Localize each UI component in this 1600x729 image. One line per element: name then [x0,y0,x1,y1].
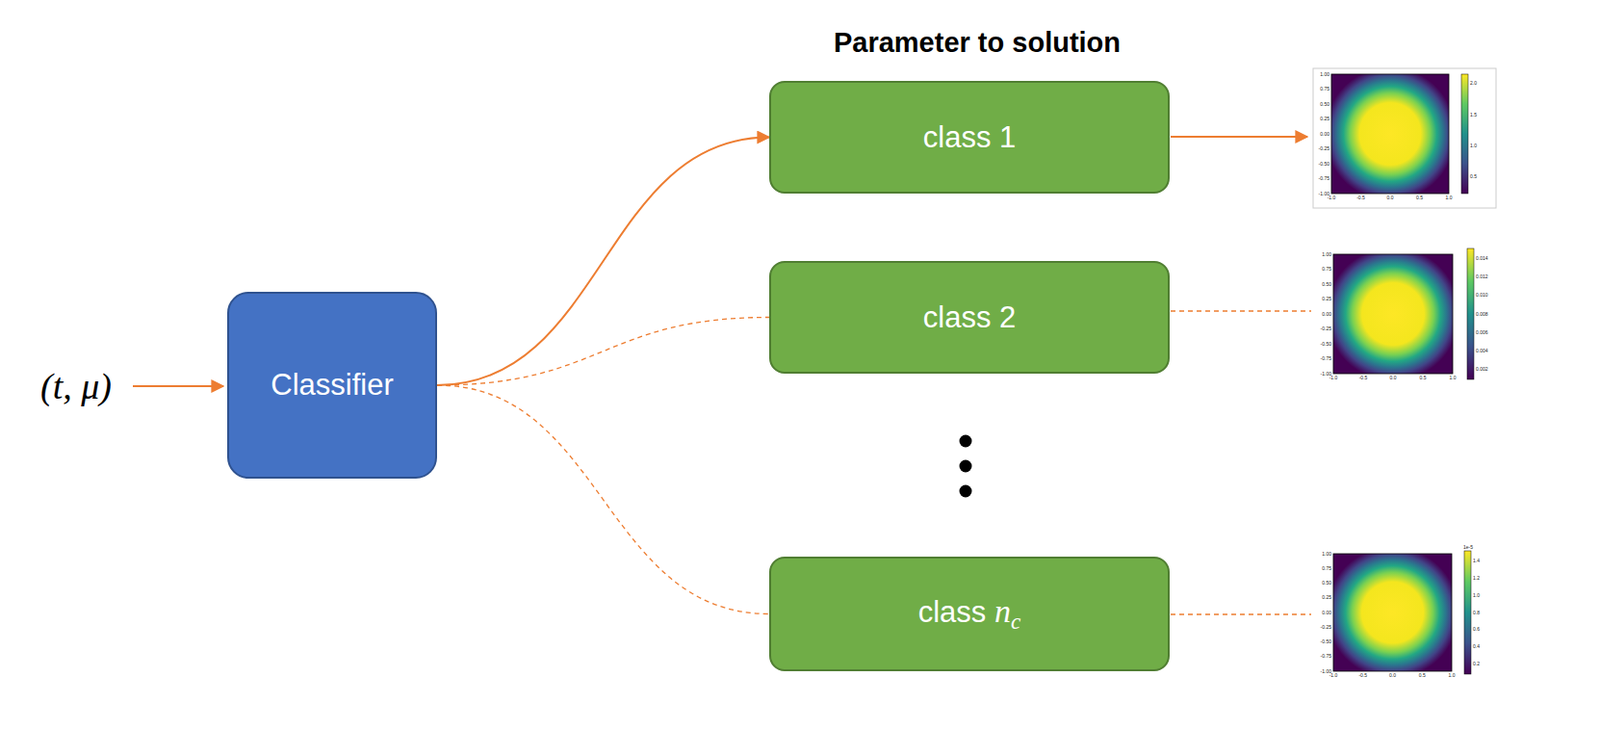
colorbar [1461,74,1469,194]
output-line [1170,613,1312,615]
tick-label: -1.0 [1329,375,1339,381]
tick-label: 0.75 [1319,86,1330,92]
heatmap [1333,254,1453,374]
box-label: class nc [918,593,1022,635]
tick-label: 1.00 [1321,252,1332,258]
tick-label: 0.00 [1321,610,1332,616]
class-box: class 2 [769,260,1170,374]
ellipsis-dot [959,485,973,498]
tick-label: -1.0 [1327,195,1337,201]
tick-label: 0.5 [1419,672,1426,678]
ellipsis-dot [959,435,973,448]
output-line [1170,309,1312,311]
tick-label: 1.4 [1472,558,1480,564]
tick-label: 1.2 [1472,575,1480,581]
classifier-box: Classifier [227,291,438,479]
box-label: Classifier [270,367,393,403]
tick-label: 0.0 [1389,672,1396,678]
output-arrow [1170,135,1308,138]
tick-label: 0.2 [1472,661,1480,667]
tick-label: 1.0 [1470,143,1477,149]
heatmap [1333,553,1452,671]
tick-label: -0.25 [1320,624,1332,630]
figure-frame [1313,68,1497,208]
tick-label: -0.5 [1356,195,1366,201]
tick-label: 0.8 [1472,610,1480,616]
title: Parameter to solution [833,28,1121,57]
tick-label: 0.5 [1419,375,1427,381]
tick-label: -0.5 [1359,375,1368,381]
class-box: class nc [769,556,1170,671]
tick-label: 0.75 [1321,566,1332,571]
tick-label: 0.25 [1319,116,1330,122]
connector [437,317,770,387]
tick-label: 0.00 [1321,311,1332,317]
tick-label: 1.0 [1449,375,1457,381]
connector [437,385,770,615]
colorbar [1464,550,1471,674]
tick-label: 1.00 [1319,72,1330,78]
tick-label: 0.6 [1472,626,1480,632]
tick-label: 1e-5 [1463,544,1473,550]
tick-label: -1.0 [1329,672,1339,678]
tick-label: 0.0 [1390,375,1397,381]
tick-label: 0.75 [1321,266,1332,272]
tick-label: 0.012 [1475,274,1489,280]
heatmap [1331,74,1449,194]
tick-label: 0.5 [1416,195,1423,201]
tick-label: 0.004 [1475,348,1489,354]
input-label: (t, μ) [40,367,112,405]
tick-label: -0.75 [1318,176,1330,181]
tick-label: 0.4 [1472,644,1480,649]
tick-label: 0.014 [1475,256,1489,261]
tick-label: 0.002 [1475,366,1489,372]
tick-label: -0.50 [1318,161,1330,167]
tick-label: -0.75 [1320,653,1332,659]
tick-label: 0.010 [1475,292,1489,298]
tick-label: 0.008 [1475,311,1489,317]
tick-label: -0.75 [1320,356,1332,362]
tick-label: 2.0 [1470,80,1477,86]
box-label: class 1 [923,120,1016,155]
tick-label: -0.50 [1320,341,1332,347]
tick-label: 0.0 [1387,195,1394,201]
tick-label: -0.25 [1320,326,1332,332]
tick-label: -0.50 [1320,639,1332,645]
tick-label: 0.5 [1470,174,1477,180]
colorbar [1467,248,1474,380]
tick-label: 1.5 [1470,112,1477,118]
tick-label: 0.50 [1319,102,1330,107]
tick-label: 1.0 [1448,672,1456,678]
tick-label: 1.0 [1445,195,1453,201]
class-box: class 1 [769,80,1170,194]
tick-label: 0.50 [1321,580,1332,586]
tick-label: -0.25 [1318,146,1330,152]
tick-label: 1.0 [1472,593,1480,598]
tick-label: 0.00 [1319,131,1330,137]
ellipsis-dot [959,460,973,473]
connector [437,137,770,387]
tick-label: -0.5 [1358,672,1368,678]
input-arrow [132,385,224,388]
tick-label: 0.006 [1475,330,1489,336]
tick-label: 0.25 [1321,594,1332,600]
tick-label: 1.00 [1321,551,1332,557]
box-label: class 2 [923,300,1016,336]
tick-label: 0.25 [1321,296,1332,302]
tick-label: 0.50 [1321,282,1332,287]
